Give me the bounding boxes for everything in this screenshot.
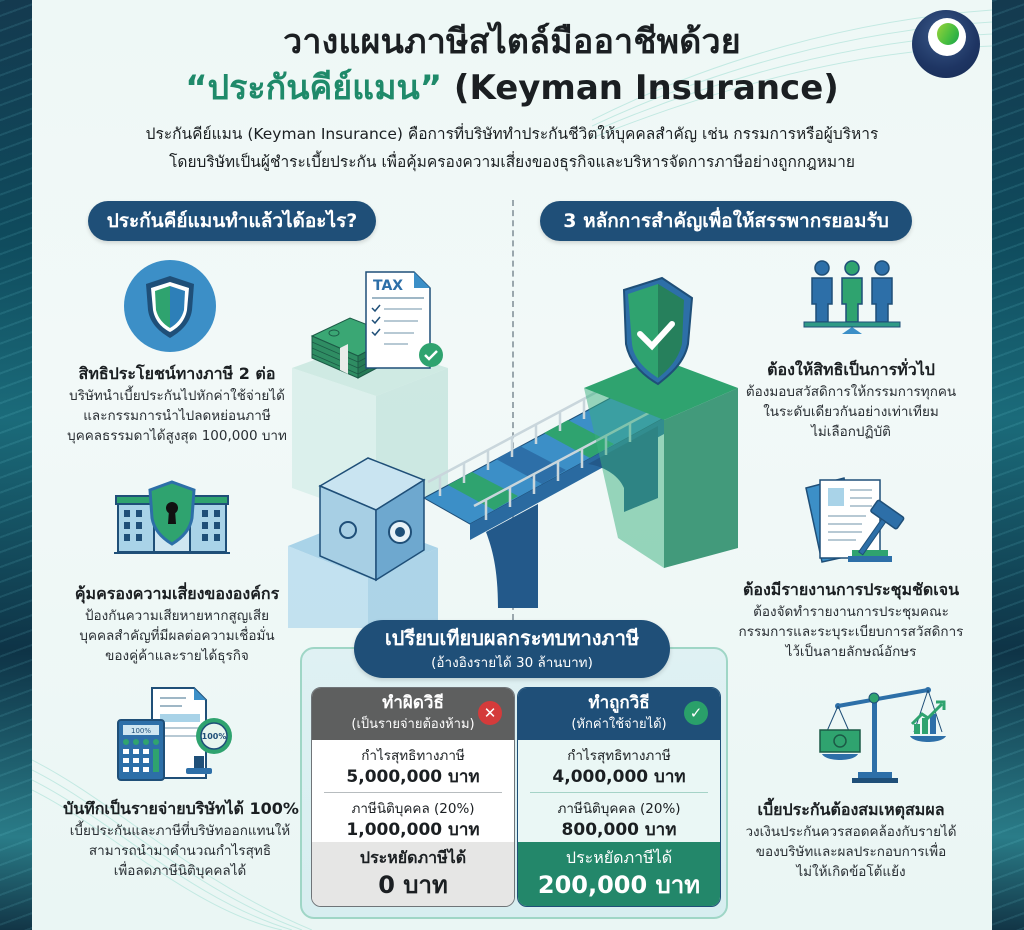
svg-text:TAX: TAX	[373, 278, 403, 294]
benefit-2-desc-line: บุคคลสำคัญที่มีผลต่อความเชื่อมั่น	[79, 628, 275, 644]
principle-2-desc-line: ไว้เป็นลายลักษณ์อักษร	[785, 644, 917, 660]
benefit-2-desc-line: ป้องกันความเสียหายหากสูญเสีย	[84, 608, 270, 624]
principle-3-title: เบี้ยประกันต้องสมเหตุสมผล	[757, 800, 945, 819]
benefit-1-desc-line: บุคคลธรรมดาได้สูงสุด 100,000 บาท	[67, 428, 287, 444]
benefit-3-desc: เบี้ยประกันและภาษีที่บริษัทออกแทนให้ สาม…	[42, 821, 318, 881]
right-saving-value: 200,000 บาท	[537, 871, 701, 899]
title-accent-text: “ประกันคีย์แมน”	[185, 68, 443, 108]
wrong-saving-label: ประหยัดภาษีได้	[359, 848, 467, 867]
wrong-saving-value: 0 บาท	[378, 871, 448, 899]
wrong-profit-row: กำไรสุทธิทางภาษี 5,000,000 บาท	[312, 740, 514, 792]
right-tax-value: 800,000 บาท	[561, 820, 677, 840]
wrong-profit-value: 5,000,000 บาท	[346, 767, 480, 787]
wrong-profit-label: กำไรสุทธิทางภาษี	[361, 748, 465, 764]
benefit-2-desc-line: ของคู่ค้าและรายได้ธุรกิจ	[105, 648, 249, 664]
wrong-method-header: ทำผิดวิธี (เป็นรายจ่ายต้องห้าม) ✕	[312, 688, 514, 740]
background-right-strip	[992, 0, 1024, 930]
check-circle-icon: ✓	[684, 701, 708, 725]
benefit-1-desc-line: และกรรมการนำไปลดหย่อนภาษี	[83, 408, 271, 424]
wrong-saving-footer: ประหยัดภาษีได้ 0 บาท	[312, 842, 514, 906]
benefit-3-desc-line: เพื่อลดภาษีนิติบุคคลได้	[113, 863, 247, 879]
right-method-header: ทำถูกวิธี (หักค่าใช้จ่ายได้) ✓	[518, 688, 720, 740]
svg-text:100%: 100%	[131, 727, 151, 735]
row-divider	[530, 792, 708, 793]
shield-check-icon	[622, 276, 694, 386]
principle-1-title: ต้องให้สิทธิเป็นการทั่วไป	[767, 360, 935, 379]
principle-1-desc-line: ต้องมอบสวัสดิการให้กรรมการทุกคน	[745, 384, 957, 400]
intro-line-2: โดยบริษัทเป็นผู้ชำระเบี้ยประกัน เพื่อคุ้…	[169, 153, 855, 171]
principle-3-desc-line: ของบริษัทและผลประกอบการเพื่อ	[755, 844, 947, 860]
principle-2-desc: ต้องจัดทำรายงานการประชุมคณะ กรรมการและระ…	[708, 602, 992, 662]
background-left-strip	[0, 0, 32, 930]
benefit-3-desc-line: สามารถนำมาคำนวณกำไรสุทธิ	[88, 843, 272, 859]
right-profit-row: กำไรสุทธิทางภาษี 4,000,000 บาท	[518, 740, 720, 792]
right-tax-row: ภาษีนิติบุคคล (20%) 800,000 บาท	[518, 793, 720, 845]
benefit-1-desc-line: บริษัทนำเบี้ยประกันไปหักค่าใช้จ่ายได้	[69, 388, 285, 404]
principle-3-desc: วงเงินประกันควรสอดคล้องกับรายได้ ของบริษ…	[708, 822, 992, 882]
building-lock-icon	[114, 480, 230, 554]
right-saving-footer: ประหยัดภาษีได้ 200,000 บาท	[518, 842, 720, 906]
section-divider	[512, 200, 514, 620]
right-method-subtitle: (หักค่าใช้จ่ายได้)	[571, 717, 667, 732]
benefit-1-desc: บริษัทนำเบี้ยประกันไปหักค่าใช้จ่ายได้ แล…	[42, 386, 312, 446]
calculator-document-icon: 100% 100%	[117, 687, 232, 781]
benefit-2-desc: ป้องกันความเสียหายหากสูญเสีย บุคคลสำคัญท…	[42, 606, 312, 666]
comparison-heading: เปรียบเทียบผลกระทบทางภาษี (อ้างอิงรายได้…	[354, 620, 670, 678]
people-balance-icon	[803, 260, 901, 334]
wrong-tax-row: ภาษีนิติบุคคล (20%) 1,000,000 บาท	[312, 793, 514, 845]
right-profit-label: กำไรสุทธิทางภาษี	[567, 748, 671, 764]
principle-2-desc-line: กรรมการและระบุระเบียบการสวัสดิการ	[738, 624, 964, 640]
shield-icon	[124, 260, 216, 352]
right-profit-value: 4,000,000 บาท	[552, 767, 686, 787]
wrong-tax-value: 1,000,000 บาท	[346, 820, 480, 840]
benefit-2-title: คุ้มครองความเสี่ยงขององค์กร	[74, 584, 280, 603]
wrong-method-title: ทำผิดวิธี	[382, 693, 444, 713]
brand-logo-icon	[912, 10, 980, 78]
right-tax-label: ภาษีนิติบุคคล (20%)	[557, 801, 681, 817]
intro-paragraph: ประกันคีย์แมน (Keyman Insurance) คือการท…	[32, 120, 992, 176]
benefit-3-title: บันทึกเป็นรายจ่ายบริษัทได้ 100%	[63, 799, 299, 818]
principle-1-desc-line: ในระดับเดียวกันอย่างเท่าเทียม	[763, 404, 939, 420]
benefit-1-title: สิทธิประโยชน์ทางภาษี 2 ต่อ	[78, 364, 276, 383]
right-method-title: ทำถูกวิธี	[588, 693, 650, 713]
principle-3-desc-line: ไม่ให้เกิดข้อโต้แย้ง	[796, 864, 906, 880]
wrong-tax-label: ภาษีนิติบุคคล (20%)	[351, 801, 475, 817]
benefit-3-desc-line: เบี้ยประกันและภาษีที่บริษัทออกแทนให้	[69, 823, 291, 839]
principle-1-desc: ต้องมอบสวัสดิการให้กรรมการทุกคน ในระดับเ…	[708, 382, 992, 442]
document-gavel-icon	[805, 477, 905, 563]
infographic-canvas: วางแผนภาษีสไตล์มืออาชีพด้วย “ประกันคีย์แ…	[32, 0, 992, 930]
page-title-line-2: “ประกันคีย์แมน” (Keyman Insurance)	[32, 60, 992, 114]
wrong-method-subtitle: (เป็นรายจ่ายต้องห้าม)	[351, 717, 475, 732]
bridge-illustration: TAX	[288, 271, 738, 628]
tax-document-icon: TAX	[365, 271, 443, 369]
comparison-title: เปรียบเทียบผลกระทบทางภาษี	[384, 626, 640, 650]
title-english-text: (Keyman Insurance)	[442, 68, 839, 108]
wrong-method-card: ทำผิดวิธี (เป็นรายจ่ายต้องห้าม) ✕ กำไรสุ…	[311, 687, 515, 907]
principle-2-desc-line: ต้องจัดทำรายงานการประชุมคณะ	[753, 604, 949, 620]
section-heading-benefits: ประกันคีย์แมนทำแล้วได้อะไร?	[88, 201, 376, 241]
comparison-subtitle: (อ้างอิงรายได้ 30 ล้านบาท)	[431, 655, 593, 671]
safe-icon	[318, 457, 426, 582]
intro-line-1: ประกันคีย์แมน (Keyman Insurance) คือการท…	[145, 125, 879, 143]
row-divider	[324, 792, 502, 793]
principle-2-title: ต้องมีรายงานการประชุมชัดเจน	[742, 580, 960, 599]
principle-3-desc-line: วงเงินประกันควรสอดคล้องกับรายได้	[745, 824, 957, 840]
page-title-line-1: วางแผนภาษีสไตล์มืออาชีพด้วย	[283, 22, 741, 62]
svg-text:100%: 100%	[202, 732, 227, 741]
principle-1-desc-line: ไม่เลือกปฏิบัติ	[811, 424, 891, 440]
right-method-card: ทำถูกวิธี (หักค่าใช้จ่ายได้) ✓ กำไรสุทธิ…	[517, 687, 721, 907]
section-heading-principles: 3 หลักการสำคัญเพื่อให้สรรพากรยอมรับ	[540, 201, 912, 241]
error-x-icon: ✕	[478, 701, 502, 725]
scale-money-chart-icon	[819, 687, 946, 783]
right-saving-label: ประหยัดภาษีได้	[565, 848, 673, 867]
